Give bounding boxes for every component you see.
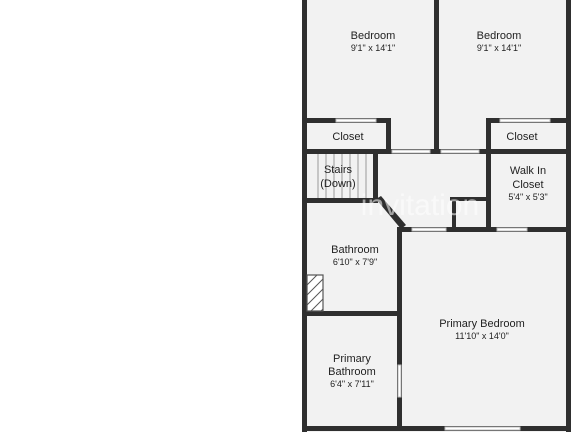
closet-left-door [335,118,377,123]
walkin-closet-door [496,227,528,232]
room-dims-primary-bedroom: 11'10" x 14'0" [455,331,509,341]
room-label-primary-bathroom-2: Bathroom [328,366,376,378]
room-label-bathroom: Bathroom [331,244,379,256]
wall-walkin-stub [452,197,456,232]
wall-closet-left-right [386,118,391,154]
room-dims-bathroom: 6'10" x 7'9" [333,257,377,267]
watermark: invitation [361,189,479,222]
wall-bath-divider [397,227,402,431]
room-label-primary-bathroom: Primary [333,353,371,365]
room-label-stairs-down: (Down) [320,178,355,190]
linen-cabinet [306,274,324,312]
window-bottom [444,426,521,431]
wall-outer-left [302,0,307,432]
cabinet-hatch [306,274,324,312]
wall-bedroom-divider [434,0,439,154]
room-label-walkin-closet: Closet [512,179,543,191]
wall-stairs-right [373,154,378,202]
wall-closet-right-left [486,118,491,154]
primary-bathroom-door [397,364,402,398]
wall-closet-left-bottom [302,149,439,154]
wall-diagonal [376,196,406,229]
room-dims-primary-bathroom: 6'4" x 7'11" [330,379,374,389]
room-dims-walkin: 5'4" x 5'3" [508,192,547,202]
bedroom-left-door [391,149,431,154]
stair-treads [317,154,367,198]
wall-bathrooms-divider [302,311,400,316]
room-dims-bedroom-right: 9'1" x 14'1" [477,43,521,53]
wall-primary-bedroom-top [400,227,571,232]
room-dims-bedroom-left: 9'1" x 14'1" [351,43,395,53]
bedroom-right-door [440,149,480,154]
room-label-bedroom-left: Bedroom [351,30,396,42]
wall-walkin-left [486,154,491,232]
wall-outer-right [566,0,571,432]
primary-bedroom-door [411,227,447,232]
closet-right-door [499,118,551,123]
wall-walkin-small [450,197,490,201]
room-label-closet-right: Closet [506,131,537,143]
room-label-stairs: Stairs [324,164,353,176]
room-label-walkin: Walk In [510,165,546,177]
wall-closet-right-bottom [439,149,571,154]
room-label-primary-bedroom: Primary Bedroom [439,318,525,330]
wall-outer-bottom [302,426,571,431]
room-label-bedroom-right: Bedroom [477,30,522,42]
wall-stairs-bottom [302,198,378,203]
room-label-closet-left: Closet [332,131,363,143]
